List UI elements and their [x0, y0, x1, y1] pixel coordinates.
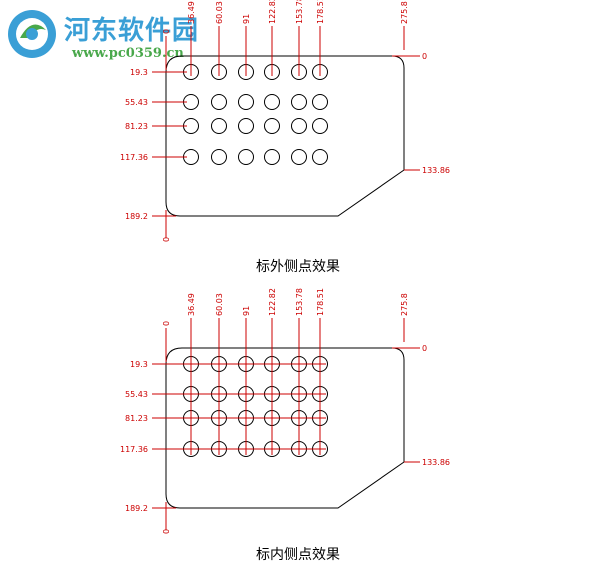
dimension-label-right: 133.86: [422, 458, 450, 467]
dimension-label-x: 60.03: [215, 293, 224, 316]
hole-circle: [238, 149, 254, 165]
dimension-label-x: 91: [242, 14, 251, 24]
dimension-label-y: 55.43: [125, 98, 148, 107]
dimension-label-x: 122.82: [268, 288, 277, 316]
hole-circle: [291, 94, 307, 110]
figure-caption-outer: 标外侧点效果: [256, 259, 340, 275]
dimension-label-y: 81.23: [125, 122, 148, 131]
dimension-label-right: 0: [422, 52, 427, 61]
dimension-label-x: 178.51: [316, 0, 325, 24]
origin-label: 0: [162, 529, 171, 534]
dimension-label-x: 122.82: [268, 0, 277, 24]
watermark-logo-icon: [8, 10, 56, 58]
watermark-title: 河东软件园: [64, 16, 200, 46]
dimension-label-right: 0: [422, 344, 427, 353]
hole-circle: [291, 149, 307, 165]
dimension-label-x: 275.8: [400, 1, 409, 24]
dimension-label-y: 55.43: [125, 390, 148, 399]
hole-circle: [211, 149, 227, 165]
hole-circle: [238, 118, 254, 134]
dimension-label-y: 117.36: [120, 445, 148, 454]
hole-circle: [312, 118, 328, 134]
part-outline: [165, 55, 405, 217]
dimension-label-y: 189.2: [125, 504, 148, 513]
dimension-label-y: 81.23: [125, 414, 148, 423]
hole-circle: [211, 118, 227, 134]
dimension-label-x: 36.49: [187, 1, 196, 24]
hole-circle: [312, 149, 328, 165]
figure-caption-inner: 标内侧点效果: [256, 547, 340, 563]
hole-circle: [264, 94, 280, 110]
dimension-label-x: 36.49: [187, 293, 196, 316]
hole-circle: [264, 149, 280, 165]
dimension-label-x: 153.78: [295, 288, 304, 316]
dimension-label-x: 178.51: [316, 288, 325, 316]
dimension-label-x: 91: [242, 306, 251, 316]
part-outline: [165, 347, 405, 509]
hole-circle: [291, 118, 307, 134]
hole-circle: [238, 94, 254, 110]
dimension-label-y: 189.2: [125, 212, 148, 221]
dimension-label-y: 117.36: [120, 153, 148, 162]
dimension-label-y: 19.3: [130, 68, 148, 77]
origin-label: 0: [162, 29, 171, 34]
hole-circle: [211, 94, 227, 110]
dimension-label-y: 19.3: [130, 360, 148, 369]
dimension-label-x: 275.8: [400, 293, 409, 316]
dimension-label-x: 60.03: [215, 1, 224, 24]
hole-circle: [264, 118, 280, 134]
origin-label: 0: [162, 321, 171, 326]
dimension-label-right: 133.86: [422, 166, 450, 175]
origin-label: 0: [162, 237, 171, 242]
dimension-label-x: 153.78: [295, 0, 304, 24]
hole-circle: [312, 94, 328, 110]
watermark-url: www.pc0359.cn: [72, 46, 184, 61]
